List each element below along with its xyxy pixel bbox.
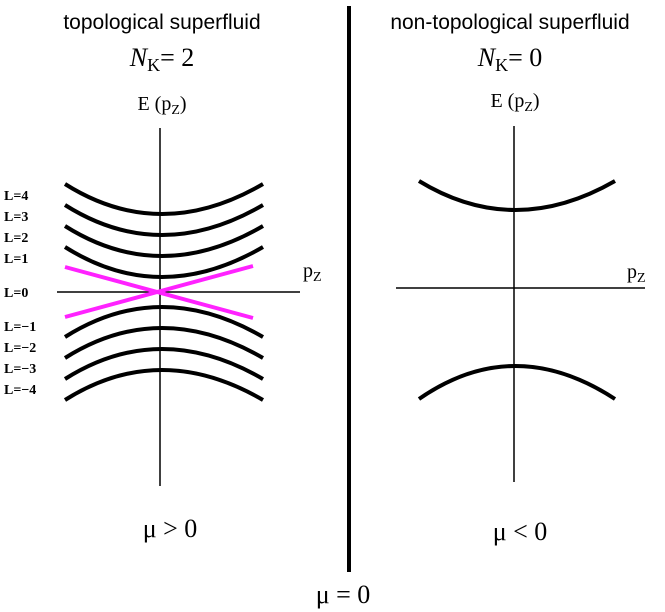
lower-gapped-band <box>417 364 617 401</box>
left-condition: μ > 0 <box>143 514 198 543</box>
zero-mode-line-down <box>64 265 254 320</box>
upper-gapped-band <box>417 179 616 212</box>
level-curve <box>63 245 265 279</box>
left-level-labels: L=4L=3L=2L=1L=0L=−1L=−2L=−3L=−4 <box>4 189 36 398</box>
level-curve <box>63 182 265 216</box>
left-title: topological superfluid <box>63 11 260 34</box>
level-label: L=2 <box>4 231 28 246</box>
level-label: L=−2 <box>4 341 36 356</box>
transition-label: μ = 0 <box>316 580 371 609</box>
right-panel: non-topological superfluid NK= 0 E (pZ) … <box>390 11 645 546</box>
left-momentum-axis-label: pZ <box>303 260 322 285</box>
right-condition: μ < 0 <box>493 517 548 546</box>
right-title: non-topological superfluid <box>390 11 629 34</box>
level-curve <box>63 326 265 360</box>
left-panel: topological superfluid NK= 2 E (pZ) pZ L… <box>4 11 322 543</box>
level-curve <box>63 224 265 258</box>
level-label: L=1 <box>4 252 28 267</box>
right-invariant: NK= 0 <box>477 43 543 75</box>
left-level-curves <box>63 182 265 402</box>
left-energy-axis-label: E (pZ) <box>137 93 186 118</box>
zero-mode-crossing <box>64 264 254 320</box>
level-curve <box>63 305 265 339</box>
level-label: L=3 <box>4 210 28 225</box>
level-label: L=0 <box>4 286 28 301</box>
right-energy-axis-label: E (pZ) <box>490 90 539 115</box>
level-curve <box>63 368 265 402</box>
left-invariant: NK= 2 <box>129 43 195 75</box>
level-label: L=−3 <box>4 362 36 377</box>
level-curve <box>63 203 265 237</box>
right-momentum-axis-label: pZ <box>627 261 646 286</box>
level-label: L=4 <box>4 189 28 204</box>
level-label: L=−4 <box>4 383 36 398</box>
level-label: L=−1 <box>4 320 36 335</box>
level-curve <box>63 347 265 381</box>
